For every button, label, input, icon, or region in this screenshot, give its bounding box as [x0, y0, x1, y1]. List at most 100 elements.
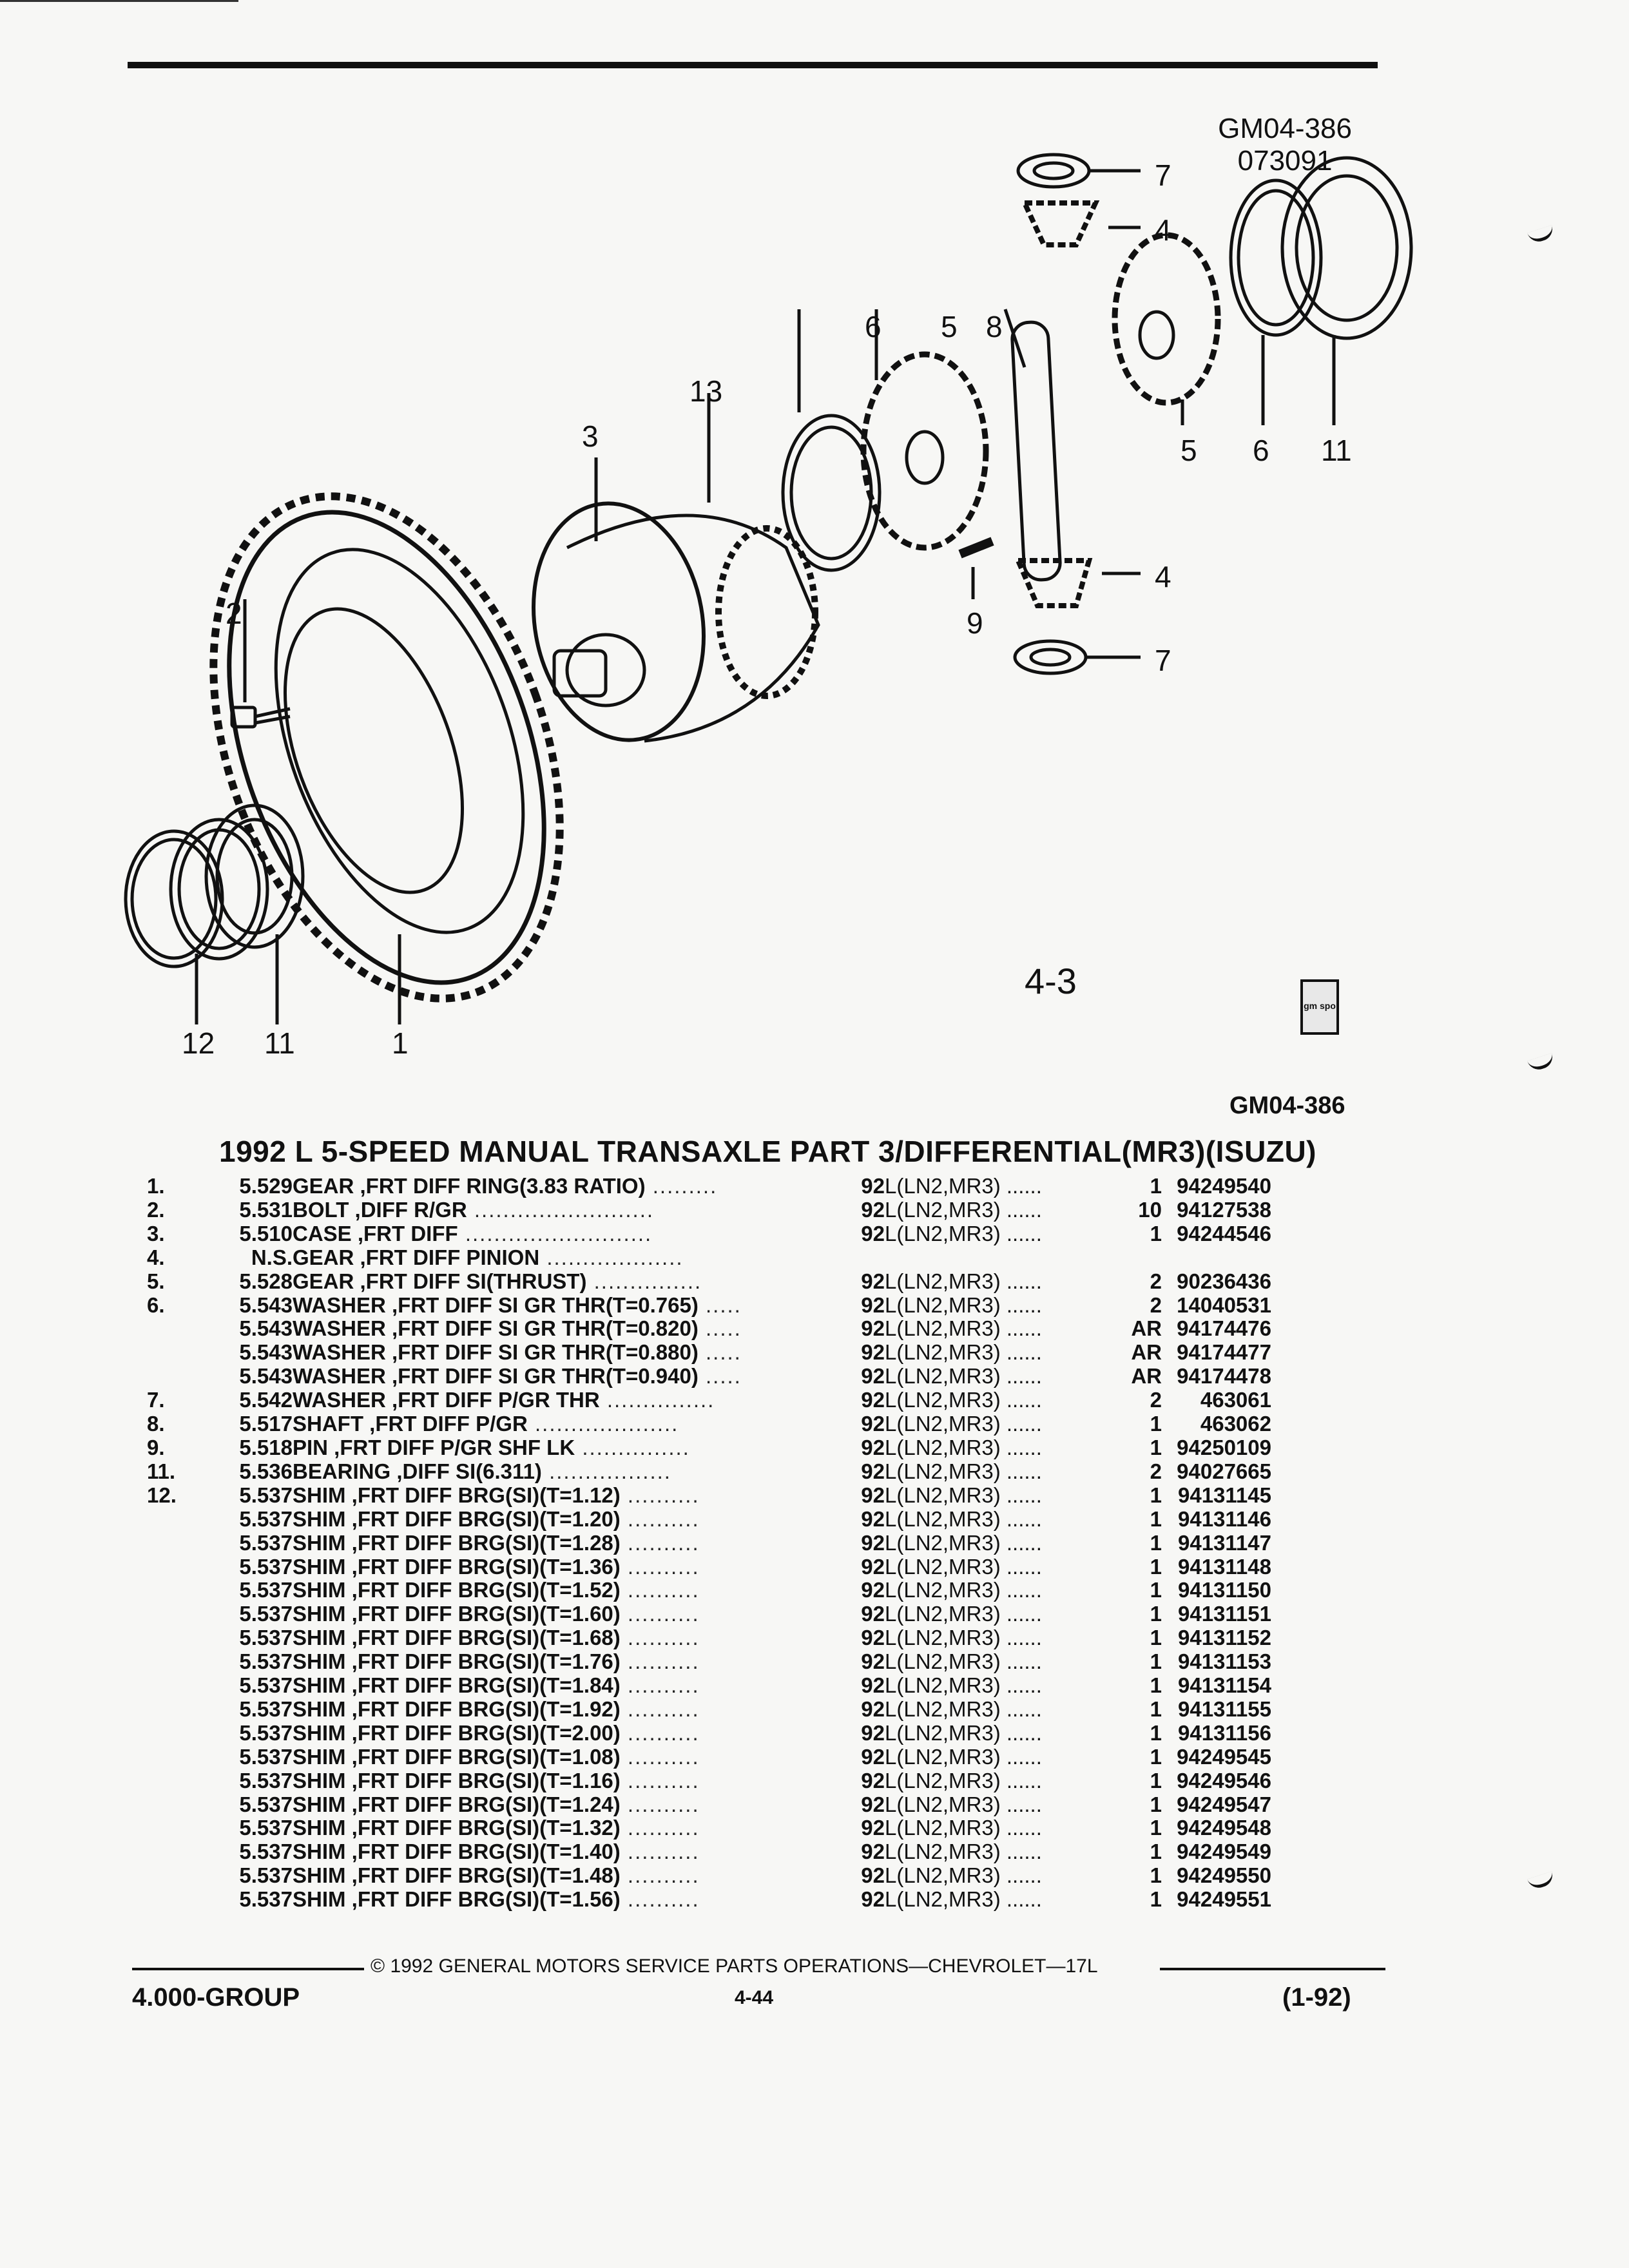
- quantity: 1: [1123, 1696, 1162, 1722]
- application: L(LN2,MR3) ......: [885, 1222, 1123, 1246]
- part-number: 94174476: [1162, 1316, 1271, 1341]
- footer-date: (1-92): [1282, 1983, 1351, 2012]
- model-year-text: 92: [861, 1673, 885, 1698]
- part-number: 94131153: [1162, 1649, 1271, 1674]
- quantity-text: 1: [1150, 1578, 1162, 1602]
- model-year: 92: [830, 1507, 885, 1532]
- leader-dots: ..........: [620, 1744, 700, 1769]
- application-text: L(LN2,MR3): [885, 1483, 1001, 1507]
- leader-dots: ..........: [620, 1863, 700, 1888]
- part-description: WASHER ,FRT DIFF P/GR THR ..............…: [293, 1388, 830, 1412]
- model-year: 92: [830, 1222, 885, 1246]
- quantity: 1: [1123, 1721, 1162, 1745]
- bolt-part: [230, 599, 291, 729]
- part-number-text: 463062: [1200, 1412, 1271, 1436]
- model-year: 92: [830, 1198, 885, 1222]
- leader-dots: ...............: [599, 1388, 715, 1412]
- footer-rule-right: [1160, 1968, 1385, 1970]
- quantity-text: 1: [1150, 1696, 1162, 1721]
- part-number: 94249545: [1162, 1745, 1271, 1769]
- quantity-text: 1: [1150, 1816, 1162, 1840]
- application-text: L(LN2,MR3): [885, 1626, 1001, 1650]
- model-year-text: 92: [861, 1578, 885, 1602]
- quantity: 1: [1123, 1578, 1162, 1602]
- part-number-text: 94127538: [1177, 1197, 1271, 1222]
- part-number: 94027665: [1162, 1459, 1271, 1484]
- part-number-text: 94131148: [1177, 1554, 1271, 1579]
- item-number: 3.: [147, 1222, 218, 1246]
- catalog-number: 5.537: [218, 1816, 293, 1840]
- catalog-number-text: 5.529: [239, 1174, 293, 1198]
- quantity-text: 1: [1150, 1768, 1162, 1792]
- part-number: 94249549: [1162, 1840, 1271, 1864]
- part-description: PIN ,FRT DIFF P/GR SHF LK ..............…: [293, 1436, 830, 1460]
- application-text: L(LN2,MR3): [885, 1792, 1001, 1816]
- part-description-text: SHIM ,FRT DIFF BRG(SI)(T=1.56): [293, 1887, 621, 1912]
- part-number-text: 94250109: [1177, 1435, 1271, 1459]
- item-number: [147, 1650, 218, 1674]
- part-description: SHIM ,FRT DIFF BRG(SI)(T=1.24) .........…: [293, 1792, 830, 1817]
- quantity: 1: [1123, 1555, 1162, 1579]
- leader-dots: ...............: [586, 1269, 702, 1293]
- model-year-text: 92: [861, 1364, 885, 1389]
- footer-copyright: © 1992 GENERAL MOTORS SERVICE PARTS OPER…: [371, 1956, 1098, 1977]
- quantity: 1: [1123, 1436, 1162, 1460]
- part-description: BEARING ,DIFF SI(6.311) ................…: [293, 1459, 830, 1484]
- application: L(LN2,MR3) ......: [885, 1649, 1123, 1674]
- figure-id: GM04-386 073091: [1218, 113, 1352, 177]
- part-description-text: SHIM ,FRT DIFF BRG(SI)(T=1.28): [293, 1530, 621, 1555]
- part-description: GEAR ,FRT DIFF RING(3.83 RATIO) ........…: [293, 1174, 830, 1198]
- model-year-text: 92: [861, 1269, 885, 1293]
- catalog-number-text: 5.537: [239, 1768, 293, 1792]
- catalog-number: 5.537: [218, 1578, 293, 1602]
- leader-dots: ..........: [620, 1554, 700, 1579]
- leader-dots: ......: [1000, 1840, 1042, 1864]
- figure-ref-code: GM04-386: [1229, 1092, 1345, 1119]
- quantity: 1: [1123, 1602, 1162, 1626]
- part-description: SHIM ,FRT DIFF BRG(SI)(T=1.92) .........…: [293, 1697, 830, 1722]
- part-description-text: SHIM ,FRT DIFF BRG(SI)(T=1.52): [293, 1578, 621, 1602]
- part-description: WASHER ,FRT DIFF SI GR THR(T=0.765) ....…: [293, 1293, 830, 1318]
- leader-dots: ..........................: [458, 1221, 653, 1245]
- part-number: 94131146: [1162, 1507, 1271, 1532]
- part-description-text: BEARING ,DIFF SI(6.311): [293, 1459, 542, 1483]
- item-number: 2.: [147, 1198, 218, 1222]
- model-year-text: 92: [861, 1530, 885, 1555]
- application: L(LN2,MR3) ......: [885, 1316, 1123, 1341]
- catalog-number-text: 5.537: [239, 1578, 293, 1602]
- quantity-text: AR: [1131, 1364, 1162, 1389]
- application-text: L(LN2,MR3): [885, 1435, 1001, 1459]
- catalog-number: 5.537: [218, 1673, 293, 1698]
- quantity-text: 2: [1150, 1459, 1162, 1483]
- item-number: 7.: [147, 1388, 218, 1412]
- part-description: SHIM ,FRT DIFF BRG(SI)(T=1.68) .........…: [293, 1626, 830, 1650]
- leader-dots: ......: [1000, 1174, 1042, 1198]
- quantity-text: AR: [1131, 1316, 1162, 1341]
- part-description: SHIM ,FRT DIFF BRG(SI)(T=1.28) .........…: [293, 1530, 830, 1555]
- leader-dots: ......: [1000, 1626, 1042, 1650]
- catalog-number-text: 5.537: [239, 1626, 293, 1650]
- part-number: 94131150: [1162, 1578, 1271, 1602]
- application: L(LN2,MR3) ......: [885, 1816, 1123, 1840]
- model-year: 92: [830, 1626, 885, 1650]
- part-description-text: SHAFT ,FRT DIFF P/GR: [293, 1412, 528, 1436]
- header-rule: [128, 62, 1378, 68]
- leader-dots: ......: [1000, 1412, 1042, 1436]
- model-year: 92: [830, 1721, 885, 1745]
- catalog-number: 5.536: [218, 1459, 293, 1484]
- leader-dots: ..........: [620, 1483, 700, 1507]
- item-number: [147, 1745, 218, 1769]
- part-description: SHIM ,FRT DIFF BRG(SI)(T=2.00) .........…: [293, 1720, 830, 1745]
- part-description-text: SHIM ,FRT DIFF BRG(SI)(T=2.00): [293, 1720, 621, 1745]
- model-year: 92: [830, 1174, 885, 1198]
- application: L(LN2,MR3) ......: [885, 1863, 1123, 1888]
- footer-rule-left: [132, 1968, 364, 1970]
- part-number: 463061: [1162, 1388, 1271, 1412]
- callout-label: 8: [986, 310, 1003, 343]
- page-title: 1992 L 5-SPEED MANUAL TRANSAXLE PART 3/D…: [219, 1135, 1316, 1168]
